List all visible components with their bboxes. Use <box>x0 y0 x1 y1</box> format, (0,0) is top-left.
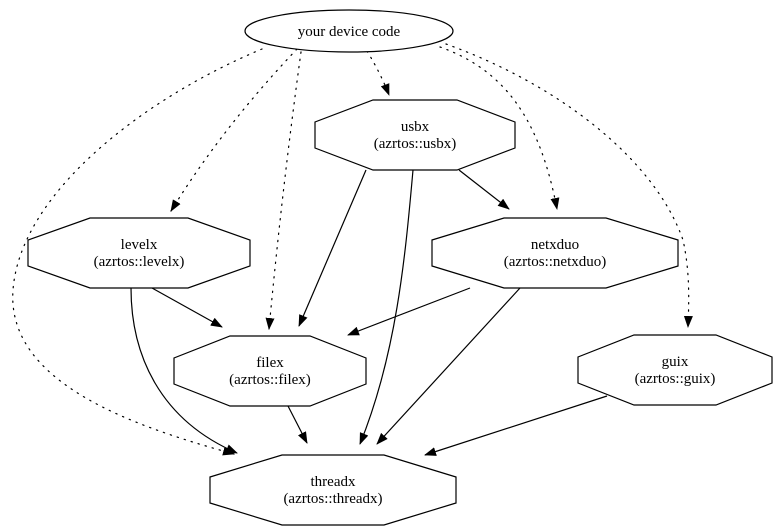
filex-name: filex <box>256 355 284 371</box>
edge-device-code-levelx <box>170 48 298 212</box>
netxduo-subtitle: (azrtos::netxduo) <box>504 254 606 270</box>
edge-filex-threadx <box>287 405 308 444</box>
edge-levelx-threadx <box>130 287 238 454</box>
edge-device-code-threadx <box>12 48 263 456</box>
edge-netxduo-filex <box>347 287 471 336</box>
edge-guix-threadx <box>424 395 608 456</box>
edge-usbx-netxduo <box>458 169 510 210</box>
edge-usbx-filex <box>298 169 367 327</box>
guix-name: guix <box>662 354 689 370</box>
filex-subtitle: (azrtos::filex) <box>229 372 311 388</box>
node-guix: guix (azrtos::guix) <box>577 334 773 406</box>
edge-levelx-filex <box>151 287 223 328</box>
edge-device-code-filex <box>265 51 302 330</box>
device-code-ellipse <box>244 9 454 53</box>
levelx-name: levelx <box>121 237 158 253</box>
edge-device-code-usbx <box>366 50 390 96</box>
levelx-octagon <box>27 217 251 289</box>
usbx-name: usbx <box>401 119 430 135</box>
levelx-subtitle: (azrtos::levelx) <box>94 254 185 270</box>
node-levelx: levelx (azrtos::levelx) <box>27 217 251 289</box>
guix-subtitle: (azrtos::guix) <box>635 371 716 387</box>
node-threadx: threadx (azrtos::threadx) <box>209 454 457 526</box>
edge-usbx-threadx <box>359 169 414 445</box>
device-code-label: your device code <box>298 24 401 40</box>
edge-device-code-guix <box>445 43 693 328</box>
node-device-code: your device code <box>244 9 454 53</box>
filex-octagon <box>173 335 367 407</box>
netxduo-octagon <box>431 217 679 289</box>
node-filex: filex (azrtos::filex) <box>173 335 367 407</box>
netxduo-name: netxduo <box>531 237 579 253</box>
guix-octagon <box>577 334 773 406</box>
usbx-octagon <box>314 99 516 171</box>
usbx-subtitle: (azrtos::usbx) <box>374 136 456 152</box>
edge-netxduo-threadx <box>376 287 521 445</box>
edge-device-code-netxduo <box>439 46 560 210</box>
threadx-octagon <box>209 454 457 526</box>
threadx-subtitle: (azrtos::threadx) <box>283 491 382 507</box>
node-usbx: usbx (azrtos::usbx) <box>314 99 516 171</box>
node-netxduo: netxduo (azrtos::netxduo) <box>431 217 679 289</box>
threadx-name: threadx <box>311 474 356 490</box>
